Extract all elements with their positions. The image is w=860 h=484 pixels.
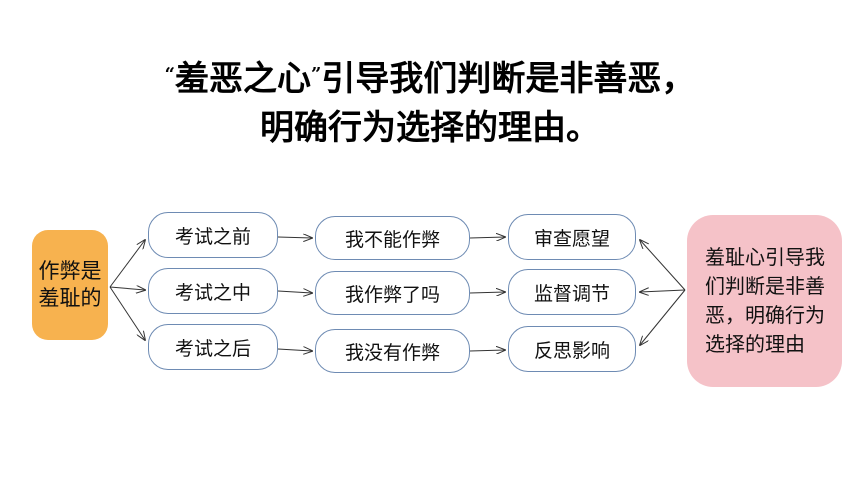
arrow-right-to-action-3 (640, 289, 686, 345)
pill-during-exam: 考试之中 (148, 268, 278, 314)
arrow-left-to-after (109, 286, 145, 340)
pill-action-3: 反思影响 (508, 326, 636, 372)
title-keyword: 羞恶之心 (175, 59, 311, 99)
arrow-thought-to-action-2 (469, 292, 505, 293)
right-box-text: 羞耻心引导我们判断是非善恶，明确行为选择的理由 (705, 245, 825, 356)
pill-thought-2: 我作弊了吗 (315, 271, 470, 315)
arrow-right-to-action-1 (640, 240, 686, 291)
arrow-left-to-during (109, 287, 145, 290)
close-quote: ” (311, 64, 322, 85)
arrow-during-to-thought (277, 291, 312, 293)
title-line-1-rest: 引导我们判断是非善恶， (321, 59, 696, 99)
open-quote: “ (164, 64, 175, 85)
pill-after-exam: 考试之后 (148, 324, 278, 370)
pill-before-exam: 考试之前 (148, 212, 278, 258)
pill-action-2: 监督调节 (508, 269, 636, 315)
pill-thought-1: 我不能作弊 (315, 216, 470, 260)
title-line-2: 明确行为选择的理由。 (260, 108, 600, 148)
arrow-thought-to-action-1 (469, 237, 505, 238)
arrow-right-to-action-2 (640, 290, 686, 292)
arrow-after-to-thought (277, 349, 312, 351)
left-box-cheating-shameful: 作弊是羞耻的 (32, 230, 108, 340)
arrow-before-to-thought (277, 237, 312, 238)
right-box-summary: 羞耻心引导我们判断是非善恶，明确行为选择的理由 (687, 215, 842, 387)
arrow-left-to-before (109, 240, 145, 288)
pill-thought-3: 我没有作弊 (315, 329, 470, 373)
arrow-thought-to-action-3 (469, 350, 505, 351)
title-line-1: “羞恶之心”引导我们判断是非善恶， (0, 55, 860, 99)
pill-action-1: 审查愿望 (508, 214, 636, 260)
